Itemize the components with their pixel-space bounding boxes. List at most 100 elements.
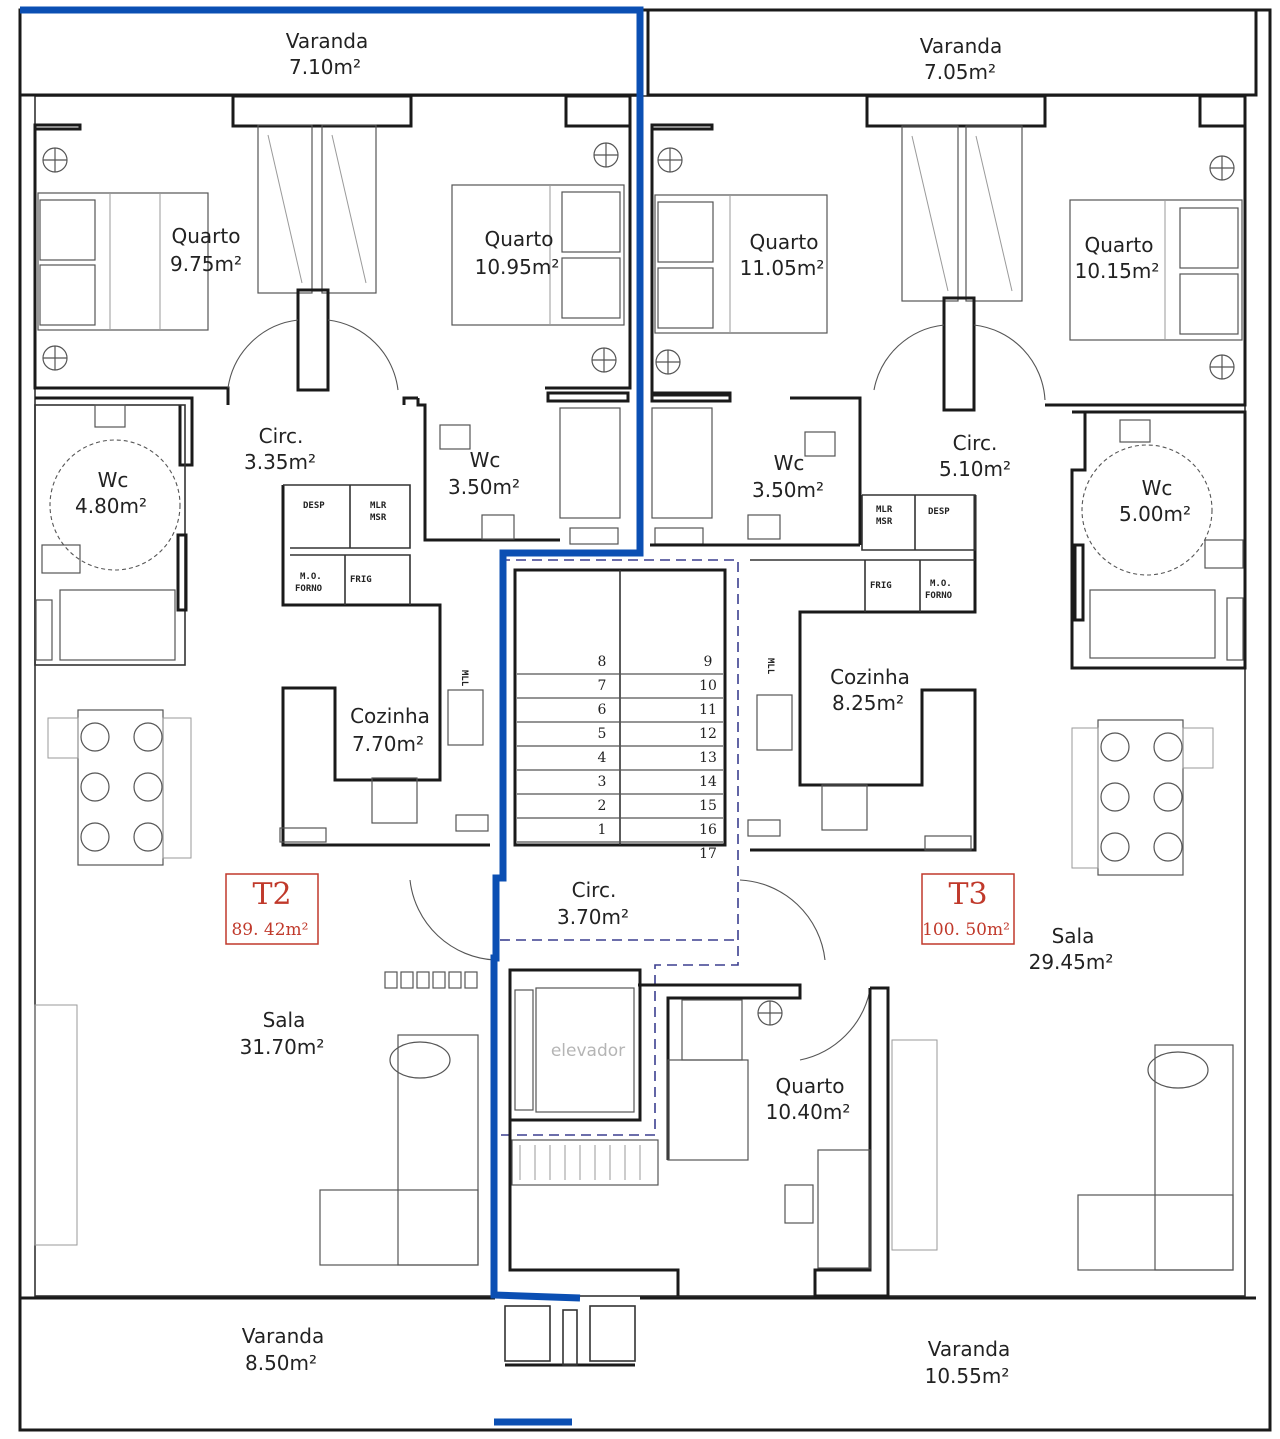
label-cozinha-left: Cozinha 7.70m² [350, 704, 430, 756]
svg-text:FRIG: FRIG [350, 575, 372, 585]
svg-text:Sala: Sala [1052, 924, 1095, 948]
label-sala-right: Sala 29.45m² [1029, 924, 1114, 974]
stair-numbers-left: 8 7 6 5 4 3 2 1 [598, 654, 607, 838]
svg-text:100. 50m²: 100. 50m² [922, 920, 1010, 940]
svg-text:FORNO: FORNO [925, 591, 953, 601]
svg-text:Wc: Wc [1142, 476, 1173, 500]
svg-text:T3: T3 [948, 877, 987, 912]
svg-text:Circ.: Circ. [953, 431, 998, 455]
quarto-2-walls [416, 125, 632, 542]
svg-text:MLL: MLL [765, 658, 775, 675]
svg-text:Wc: Wc [774, 451, 805, 475]
wardrobe-top-left [257, 124, 377, 392]
stair-step: 17 [699, 846, 717, 862]
stair-step: 3 [598, 774, 607, 790]
stair-step: 9 [704, 654, 713, 670]
stair-step: 13 [699, 750, 717, 766]
svg-text:4.80m²: 4.80m² [75, 494, 147, 518]
elevator-label: elevador [551, 1041, 625, 1061]
label-varanda-top-left: Varanda 7.10m² [286, 29, 369, 79]
svg-text:7.70m²: 7.70m² [352, 732, 424, 756]
stair-step: 7 [598, 678, 607, 694]
svg-text:Quarto: Quarto [172, 224, 241, 248]
unit-stamp-t3: T3 100. 50m² [921, 873, 1015, 945]
stair-step: 5 [598, 726, 607, 742]
svg-text:MLL: MLL [459, 670, 469, 687]
label-quarto-4: Quarto 10.15m² [1075, 233, 1160, 283]
fixture-labels-left: DESP MLR MSR M.O. FORNO FRIG MLL [295, 501, 469, 687]
svg-text:Quarto: Quarto [776, 1074, 845, 1098]
unit-stamp-t2: T2 89. 42m² [225, 873, 319, 945]
svg-text:MSR: MSR [876, 517, 893, 527]
stair-step: 14 [699, 774, 717, 790]
svg-text:T2: T2 [252, 877, 291, 912]
svg-text:9.75m²: 9.75m² [170, 252, 242, 276]
stair-numbers-right: 9 10 11 12 13 14 15 16 17 [699, 654, 717, 862]
svg-text:8.25m²: 8.25m² [832, 691, 904, 715]
label-wc-mid-left: Wc 3.50m² [448, 448, 520, 499]
fixture-labels-right: MLR MSR DESP FRIG M.O. FORNO MLL [765, 505, 953, 675]
radiator-left [384, 971, 478, 989]
label-varanda-bottom-left: Varanda 8.50m² [242, 1324, 325, 1375]
svg-text:10.15m²: 10.15m² [1075, 259, 1160, 283]
dining-table-right [1071, 719, 1214, 876]
label-quarto-2: Quarto 10.95m² [475, 227, 560, 279]
svg-text:Varanda: Varanda [928, 1337, 1011, 1361]
elevator-shaft [508, 968, 659, 1186]
door-arcs [227, 319, 1046, 1061]
cozinha-left-walls [279, 484, 490, 847]
svg-text:11.05m²: 11.05m² [740, 256, 825, 280]
svg-text:Wc: Wc [470, 448, 501, 472]
circulation-dashed-outline [500, 559, 739, 1136]
sofa-right [891, 1039, 1234, 1271]
stair-step: 10 [699, 678, 717, 694]
stair-step: 8 [598, 654, 607, 670]
svg-text:89. 42m²: 89. 42m² [231, 920, 308, 940]
svg-text:7.05m²: 7.05m² [924, 60, 996, 84]
svg-text:3.35m²: 3.35m² [244, 450, 316, 474]
svg-text:3.70m²: 3.70m² [557, 905, 629, 929]
bed-quarto-2 [451, 184, 625, 326]
svg-text:Varanda: Varanda [286, 29, 369, 53]
label-wc-mid-right: Wc 3.50m² [752, 451, 824, 502]
svg-text:29.45m²: 29.45m² [1029, 950, 1114, 974]
svg-text:M.O.: M.O. [300, 572, 322, 582]
quarto-1-walls [33, 125, 418, 467]
stair-step: 6 [598, 702, 607, 718]
svg-text:10.40m²: 10.40m² [766, 1100, 851, 1124]
svg-text:Circ.: Circ. [572, 878, 617, 902]
label-circ-center: Circ. 3.70m² [557, 878, 629, 929]
stair-step: 1 [598, 822, 607, 838]
svg-text:FORNO: FORNO [295, 584, 323, 594]
svg-text:Quarto: Quarto [1085, 233, 1154, 257]
quarto-5-walls [508, 983, 890, 1298]
svg-text:MLR: MLR [876, 505, 893, 515]
bed-quarto-4 [1069, 199, 1243, 341]
stair-step: 15 [699, 798, 717, 814]
wc-mid-right-walls [650, 391, 860, 547]
wardrobe-top-right [901, 125, 1023, 412]
svg-text:10.55m²: 10.55m² [925, 1364, 1010, 1388]
cozinha-right-walls [747, 494, 977, 852]
svg-text:31.70m²: 31.70m² [240, 1035, 325, 1059]
label-circ-left: Circ. 3.35m² [244, 424, 316, 474]
svg-text:MLR: MLR [370, 501, 387, 511]
label-varanda-top-right: Varanda 7.05m² [920, 34, 1003, 84]
wc-right-walls [1073, 419, 1244, 661]
outlet-icons [42, 142, 1235, 1026]
label-cozinha-right: Cozinha 8.25m² [830, 665, 910, 715]
label-wc-left: Wc 4.80m² [75, 468, 147, 518]
sofa-left [34, 1004, 479, 1266]
svg-text:DESP: DESP [928, 507, 950, 517]
wc-left-walls [34, 404, 188, 666]
label-wc-right: Wc 5.00m² [1119, 476, 1191, 526]
varanda-bottom [20, 1296, 1256, 1367]
staircase [513, 568, 727, 847]
bed-quarto-3 [654, 194, 828, 334]
svg-text:Varanda: Varanda [920, 34, 1003, 58]
label-sala-left: Sala 31.70m² [240, 1008, 325, 1059]
svg-text:Cozinha: Cozinha [350, 704, 430, 728]
svg-text:DESP: DESP [303, 501, 325, 511]
svg-text:M.O.: M.O. [930, 579, 952, 589]
